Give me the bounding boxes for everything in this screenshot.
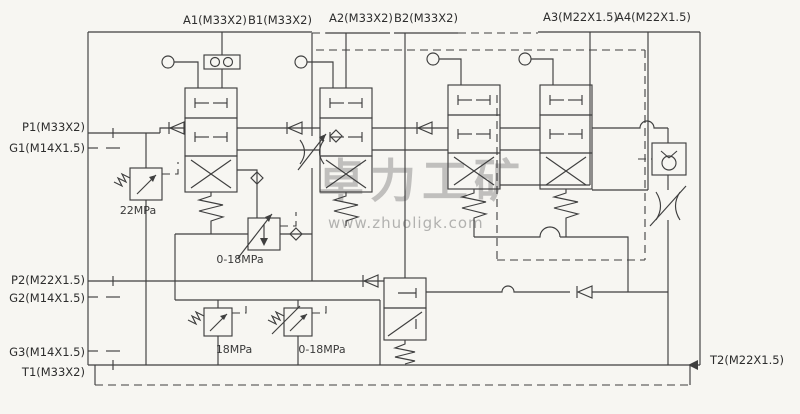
adjustable-relief-pressure-label: 0-18MPa — [298, 343, 345, 356]
main-relief-pressure-label: 22MPa — [120, 204, 156, 217]
reducing-valve: 0-18MPa — [174, 169, 312, 300]
lever-knob-icon — [294, 55, 308, 69]
directional-valve-section-4 — [518, 52, 593, 237]
port-label-g3: G3(M14X1.5) — [9, 345, 85, 359]
port-label-t1: T1(M33X2) — [21, 365, 85, 379]
check-valve — [168, 121, 185, 135]
check-valve — [576, 285, 593, 299]
pilot-check-and-throttle — [638, 128, 687, 365]
check-valve — [362, 274, 379, 288]
secondary-relief-circuit: 18MPa 0-18MPa — [175, 299, 381, 365]
check-diamond-icon — [329, 129, 343, 143]
directional-valve-section-1 — [161, 55, 238, 226]
port-label-p2: P2(M22X1.5) — [11, 273, 85, 287]
lever-knob-icon — [518, 52, 532, 66]
return-spring — [196, 192, 226, 226]
directional-valve-section-2 — [294, 55, 373, 226]
pressure-gallery — [159, 120, 668, 135]
port-label-a3: A3(M22X1.5) — [543, 10, 618, 24]
check-diamond-icon — [289, 227, 303, 241]
return-spring — [331, 192, 361, 226]
manifold-boundary — [87, 31, 701, 386]
port-labels: A1(M33X2) B1(M33X2) A2(M33X2) B2(M33X2) … — [9, 10, 784, 379]
port-label-g1: G1(M14X1.5) — [9, 141, 85, 155]
port-label-g2: G2(M14X1.5) — [9, 291, 85, 305]
return-spring — [551, 189, 581, 237]
shuttle-valve — [203, 54, 241, 70]
port-label-t2: T2(M22X1.5) — [709, 353, 784, 367]
spring-icon — [113, 172, 131, 188]
check-diamond-icon — [250, 171, 264, 185]
spring-icon — [267, 310, 285, 326]
pilot-lines — [316, 49, 646, 261]
left-port-stubs — [88, 128, 384, 370]
directional-valve-section-3 — [426, 52, 501, 237]
reducing-valve-pressure-label: 0-18MPa — [216, 253, 263, 266]
port-label-a1: A1(M33X2) — [183, 13, 247, 27]
port-label-b1: B1(M33X2) — [248, 13, 312, 27]
check-valve — [286, 121, 303, 135]
check-valve — [416, 121, 433, 135]
pilot-control-valve — [362, 274, 668, 365]
port-label-a2: A2(M33X2) — [329, 11, 393, 25]
carryover-lines — [237, 149, 629, 292]
lever-knob-icon — [161, 55, 175, 69]
lever-knob-icon — [426, 52, 440, 66]
throttle-check-valve — [297, 129, 343, 171]
port-label-a4: A4(M22X1.5) — [616, 10, 691, 24]
t2-flow-arrow — [688, 360, 698, 370]
work-port-lines — [221, 32, 649, 281]
secondary-relief-pressure-label: 18MPa — [216, 343, 252, 356]
spring-icon — [187, 310, 205, 326]
main-relief-valve: 22MPa — [113, 133, 179, 365]
port-label-p1: P1(M33X2) — [22, 120, 85, 134]
port-label-b2: B2(M33X2) — [394, 11, 458, 25]
return-spring — [392, 340, 416, 365]
return-spring — [459, 189, 489, 237]
